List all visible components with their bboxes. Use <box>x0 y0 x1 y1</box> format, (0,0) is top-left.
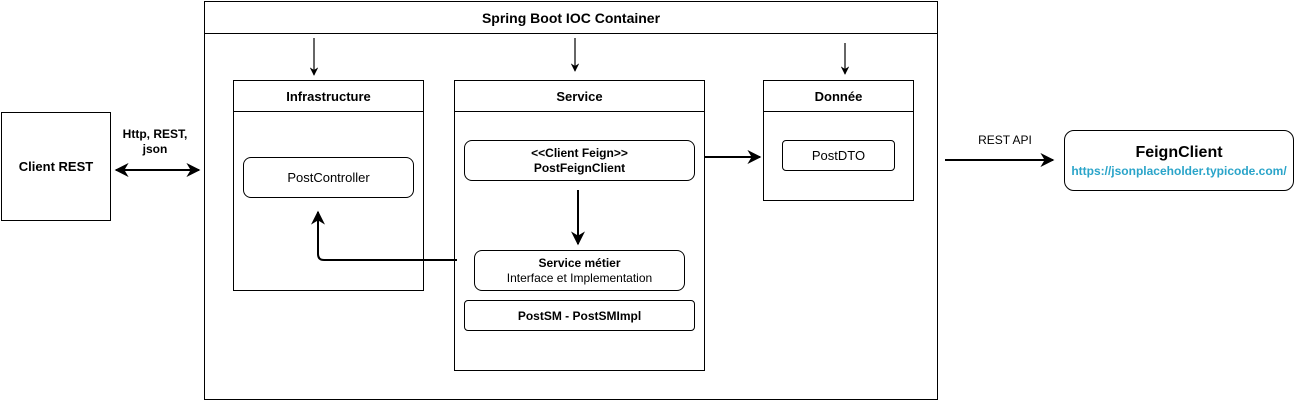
donnee-header: Donnée <box>764 81 913 112</box>
feign-client-stereotype: <<Client Feign>> <box>531 145 628 160</box>
client-rest-label: Client REST <box>18 159 94 174</box>
post-sm-label: PostSM - PostSMImpl <box>517 308 642 323</box>
post-dto-box: PostDTO <box>782 140 895 171</box>
service-header: Service <box>455 81 704 112</box>
rest-api-label: REST API <box>978 133 1032 147</box>
protocol-label-line2: json <box>142 142 168 156</box>
ioc-container-header: Spring Boot IOC Container <box>205 2 937 34</box>
service-metier-title: Service métier <box>538 255 621 270</box>
feign-client-external-url: https://jsonplaceholder.typicode.com/ <box>1071 163 1287 178</box>
service-title: Service <box>556 88 603 104</box>
post-controller-label: PostController <box>287 170 370 185</box>
protocol-label: Http, REST, json <box>112 127 198 157</box>
feign-client-external-box: FeignClient https://jsonplaceholder.typi… <box>1064 130 1294 191</box>
client-rest-box: Client REST <box>1 112 111 221</box>
protocol-label-line1: Http, REST, <box>122 127 188 141</box>
feign-client-name: PostFeignClient <box>533 160 626 175</box>
service-metier-box: Service métier Interface et Implementati… <box>474 250 685 291</box>
post-feign-client-box: <<Client Feign>> PostFeignClient <box>464 140 695 181</box>
donnee-title: Donnée <box>814 88 863 104</box>
infrastructure-title: Infrastructure <box>286 88 371 104</box>
post-sm-box: PostSM - PostSMImpl <box>464 300 695 331</box>
feign-client-external-title: FeignClient <box>1135 143 1223 161</box>
service-metier-subtitle: Interface et Implementation <box>506 270 653 285</box>
post-controller-box: PostController <box>243 157 414 198</box>
post-dto-label: PostDTO <box>811 148 866 163</box>
ioc-container-title: Spring Boot IOC Container <box>481 9 661 26</box>
infrastructure-header: Infrastructure <box>234 81 423 112</box>
